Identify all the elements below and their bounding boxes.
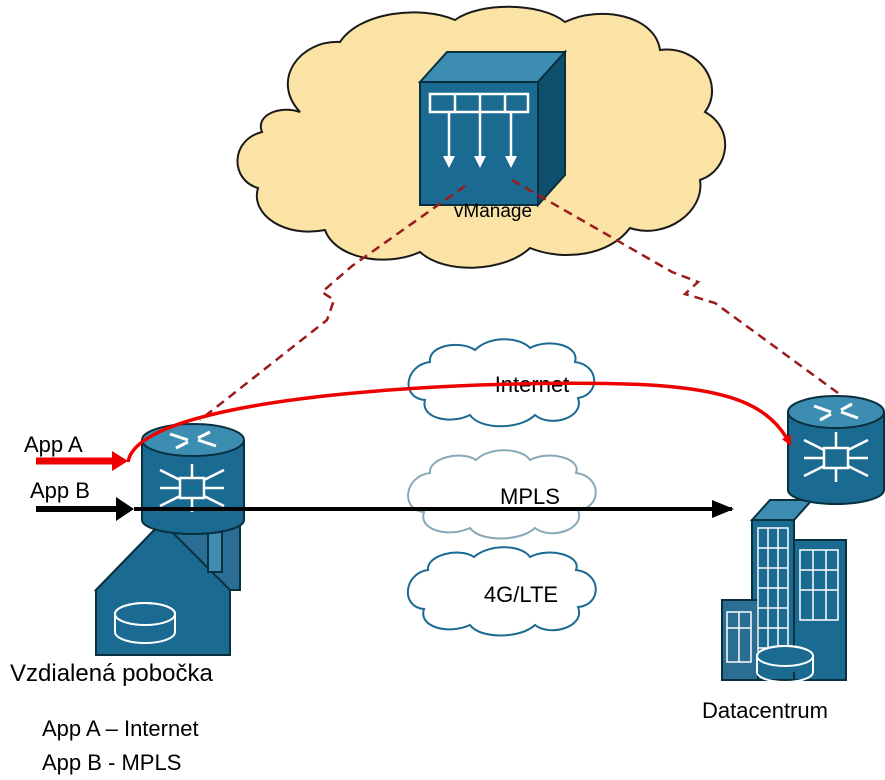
app-b-path: [36, 497, 734, 521]
datacenter-router-icon[interactable]: [787, 395, 885, 505]
control-link-branch: [199, 184, 466, 421]
app-a-path: [36, 381, 792, 471]
app-a-label: App A: [24, 432, 83, 457]
branch-house-icon[interactable]: [93, 520, 241, 656]
app-b-label: App B: [30, 478, 90, 503]
policy-line-1: App A – Internet: [42, 716, 199, 741]
branch-label: Vzdialená pobočka: [10, 660, 213, 687]
lte-label: 4G/LTE: [484, 582, 558, 607]
datacenter-label: Datacentrum: [702, 698, 828, 723]
control-link-datacenter: [511, 178, 839, 395]
policy-line-2: App B - MPLS: [42, 750, 181, 775]
datacenter-building-icon[interactable]: [721, 499, 847, 683]
vmanage-label: vManage: [454, 201, 532, 222]
branch-router-icon[interactable]: [141, 423, 245, 535]
lte-cloud: [407, 546, 597, 637]
vmanage-icon[interactable]: [417, 49, 568, 208]
mpls-label: MPLS: [500, 484, 560, 509]
